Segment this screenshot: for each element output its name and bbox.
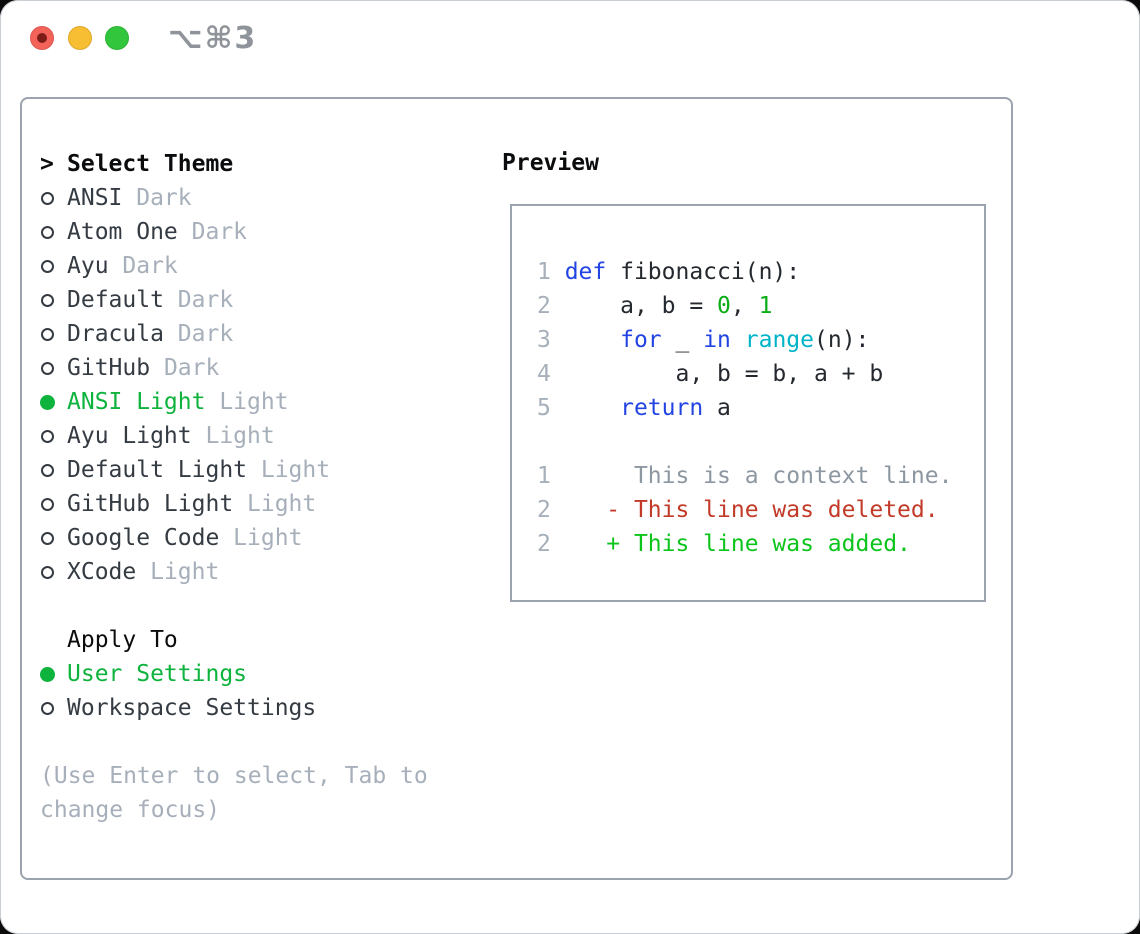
option-label: ANSI bbox=[67, 185, 123, 211]
theme-option[interactable]: Ayu Dark bbox=[40, 249, 484, 283]
theme-variant-badge: Dark bbox=[108, 253, 178, 279]
radio-icon bbox=[41, 225, 54, 239]
theme-variant-badge: Light bbox=[205, 389, 289, 415]
theme-option[interactable]: Google Code Light bbox=[40, 521, 484, 555]
theme-option[interactable]: XCode Light bbox=[40, 555, 484, 589]
theme-variant-badge: Dark bbox=[122, 185, 192, 211]
marker-col bbox=[40, 225, 67, 239]
window-shortcut-label: ⌥⌘3 bbox=[168, 21, 258, 56]
option-label: Workspace Settings bbox=[67, 695, 317, 721]
option-label: Atom One bbox=[67, 219, 178, 245]
option-label: ANSI Light bbox=[67, 389, 206, 415]
marker-col bbox=[40, 361, 67, 375]
close-button[interactable] bbox=[30, 26, 54, 50]
help-text: (Use Enter to select, Tab to change focu… bbox=[40, 763, 428, 823]
theme-option[interactable]: ANSI Dark bbox=[40, 181, 484, 215]
marker-col bbox=[40, 531, 67, 545]
preview-line: 3 for _ in range(n): bbox=[537, 327, 870, 353]
apply-to-option[interactable]: User Settings bbox=[40, 657, 484, 691]
theme-variant-badge: Dark bbox=[163, 287, 234, 313]
theme-variant-badge: Dark bbox=[163, 321, 234, 347]
marker-col bbox=[40, 701, 67, 715]
theme-option[interactable]: Ayu Light Light bbox=[40, 419, 484, 453]
theme-variant-badge: Light bbox=[247, 457, 331, 483]
theme-variant-badge: Dark bbox=[177, 219, 248, 245]
radio-icon bbox=[41, 259, 54, 273]
marker-col bbox=[40, 463, 67, 477]
option-label: XCode bbox=[67, 559, 137, 585]
preview-line: 4 a, b = b, a + b bbox=[537, 361, 884, 387]
radio-icon bbox=[41, 531, 54, 545]
selected-radio-icon bbox=[40, 666, 55, 682]
theme-option[interactable]: Atom One Dark bbox=[40, 215, 484, 249]
preview-line: 2 a, b = 0, 1 bbox=[537, 293, 773, 319]
apply-to-option[interactable]: Workspace Settings bbox=[40, 691, 484, 725]
radio-icon bbox=[41, 701, 54, 715]
title-bar: ⌥⌘3 bbox=[0, 0, 1140, 76]
marker-col bbox=[40, 293, 67, 307]
theme-variant-badge: Light bbox=[136, 559, 220, 585]
apply-to-title: Apply To bbox=[67, 627, 178, 653]
option-label: Default Light bbox=[67, 457, 248, 483]
marker-col bbox=[40, 497, 67, 511]
radio-icon bbox=[41, 565, 54, 579]
theme-option[interactable]: GitHub Light Light bbox=[40, 487, 484, 521]
theme-option[interactable]: Default Dark bbox=[40, 283, 484, 317]
option-label: User Settings bbox=[67, 661, 248, 687]
marker-col bbox=[40, 666, 67, 682]
option-label: GitHub Light bbox=[67, 491, 234, 517]
option-label: Default bbox=[67, 287, 164, 313]
select-theme-header: > Select Theme bbox=[40, 147, 484, 181]
selected-radio-icon bbox=[40, 394, 55, 410]
preview-box: 1 def fibonacci(n): 2 a, b = 0, 1 3 for _ … bbox=[510, 204, 986, 602]
preview-line: 5 return a bbox=[537, 395, 731, 421]
theme-option[interactable]: GitHub Dark bbox=[40, 351, 484, 385]
zoom-button[interactable] bbox=[105, 26, 129, 50]
radio-icon bbox=[41, 191, 54, 205]
theme-variant-badge: Light bbox=[191, 423, 275, 449]
page-title: Select Theme bbox=[67, 151, 234, 177]
spacer bbox=[40, 589, 484, 623]
radio-icon bbox=[41, 497, 54, 511]
option-label: Ayu Light bbox=[67, 423, 192, 449]
radio-icon bbox=[41, 463, 54, 477]
theme-option[interactable]: ANSI Light Light bbox=[40, 385, 484, 419]
option-label: Google Code bbox=[67, 525, 220, 551]
preview-line: 1 This is a context line. bbox=[537, 463, 953, 489]
preview-line bbox=[537, 425, 970, 459]
theme-variant-badge: Light bbox=[233, 491, 317, 517]
marker-col bbox=[40, 394, 67, 410]
option-label: Dracula bbox=[67, 321, 164, 347]
marker-col bbox=[40, 259, 67, 273]
theme-option[interactable]: Default Light Light bbox=[40, 453, 484, 487]
preview-line: 1 def fibonacci(n): bbox=[537, 259, 801, 285]
radio-icon bbox=[41, 327, 54, 341]
radio-icon bbox=[41, 361, 54, 375]
preview-line: 2 - This line was deleted. bbox=[537, 497, 939, 523]
preview-code: 1 def fibonacci(n): 2 a, b = 0, 1 3 for _ … bbox=[512, 206, 984, 600]
close-dot-icon bbox=[37, 33, 47, 43]
minimize-button[interactable] bbox=[68, 26, 92, 50]
option-label: Ayu bbox=[67, 253, 109, 279]
marker-col bbox=[40, 429, 67, 443]
apply-to-header: Apply To bbox=[40, 623, 484, 657]
focus-caret-icon: > bbox=[40, 151, 54, 177]
theme-variant-badge: Light bbox=[219, 525, 303, 551]
marker-col bbox=[40, 327, 67, 341]
marker-col bbox=[40, 191, 67, 205]
preview-title: Preview bbox=[502, 150, 599, 176]
radio-icon bbox=[41, 429, 54, 443]
marker-col bbox=[40, 565, 67, 579]
option-label: GitHub bbox=[67, 355, 151, 381]
preview-line: 2 + This line was added. bbox=[537, 531, 911, 557]
theme-option[interactable]: Dracula Dark bbox=[40, 317, 484, 351]
theme-variant-badge: Dark bbox=[150, 355, 220, 381]
radio-icon bbox=[41, 293, 54, 307]
